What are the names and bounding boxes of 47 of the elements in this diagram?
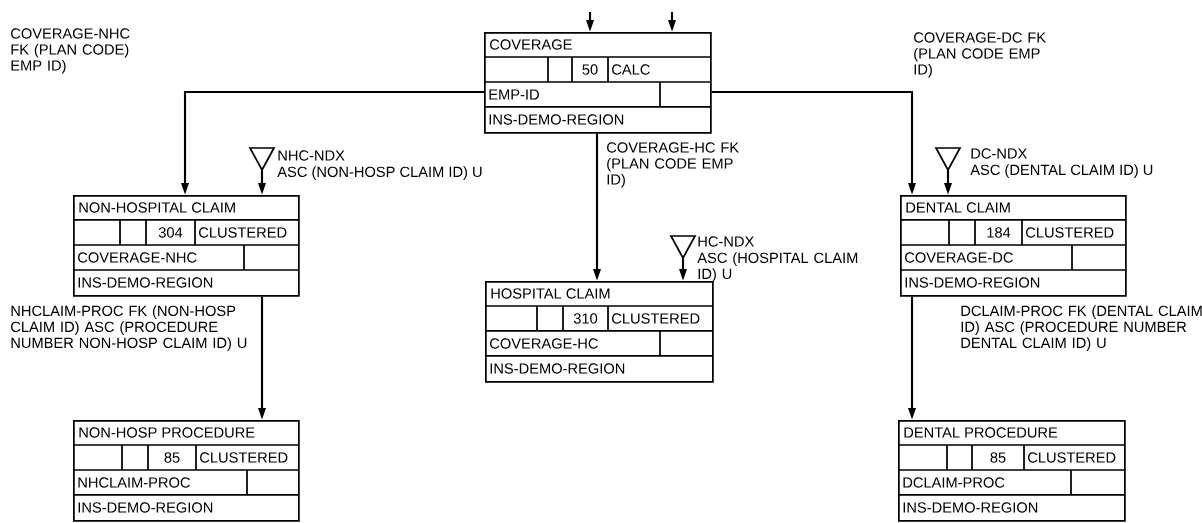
location-mode: CLUSTERED [200,452,288,463]
record-box [899,195,1127,297]
set-name: NHCLAIM-PROC [78,477,190,488]
record-box [897,420,1126,522]
edge-label: COVERAGE-NHC FK (PLAN CODE) EMP ID) [11,28,130,74]
index-key: ASC (NON-HOSP CLAIM ID) U [277,166,482,180]
record-name: DENTAL CLAIM [906,202,1010,213]
area-name: INS-DEMO-REGION [489,114,624,125]
index-key: ASC (DENTAL CLAIM ID) U [970,164,1153,178]
edge-label: COVERAGE-DC FK (PLAN CODE EMP ID) [914,32,1046,78]
location-mode: CLUSTERED [1026,227,1114,238]
record-name: NON-HOSPITAL CLAIM [79,202,235,213]
record-length: 310 [573,313,598,324]
set-name: DCLAIM-PROC [903,477,1005,488]
record-box [72,420,300,522]
record-name: COVERAGE [490,39,572,50]
record-box [484,281,714,383]
area-name: INS-DEMO-REGION [905,277,1040,288]
record-length: 304 [158,227,183,238]
location-mode: CLUSTERED [1028,452,1116,463]
index-name: NHC-NDX [278,150,345,161]
area-name: INS-DEMO-REGION [903,502,1038,513]
index-name: HC-NDX [698,236,754,247]
record-name: NON-HOSP PROCEDURE [79,427,255,438]
set-name: COVERAGE-HC [490,338,598,349]
area-name: INS-DEMO-REGION [78,277,213,288]
record-name: HOSPITAL CLAIM [491,288,610,299]
record-box [483,32,712,134]
record-box [72,195,300,297]
record-length: 184 [987,227,1011,238]
location-mode: CLUSTERED [199,227,287,238]
area-name: INS-DEMO-REGION [78,502,213,513]
set-name: COVERAGE-NHC [78,252,197,263]
edge-label: NHCLAIM-PROC FK (NON-HOSP CLAIM ID) ASC (PROCEDURE NUMBER NON-HOSP CLAIM ID) U [11,305,247,351]
index-key: ASC (HOSPITAL CLAIM ID) U [697,252,858,282]
location-mode: CALC [612,64,650,75]
set-name: COVERAGE-DC [905,252,1013,263]
location-mode: CLUSTERED [612,313,700,324]
area-name: INS-DEMO-REGION [490,363,625,374]
set-name: EMP-ID [489,89,539,100]
edge-label: COVERAGE-HC FK (PLAN CODE EMP ID) [607,142,739,188]
record-length: 50 [582,64,598,75]
record-length: 85 [990,452,1006,463]
edge-label: DCLAIM-PROC FK (DENTAL CLAIM ID) ASC (PROCEDURE NUMBER DENTAL CLAIM ID) U [961,305,1202,351]
index-name: DC-NDX [971,148,1027,159]
record-name: DENTAL PROCEDURE [904,427,1058,438]
record-length: 85 [164,452,180,463]
